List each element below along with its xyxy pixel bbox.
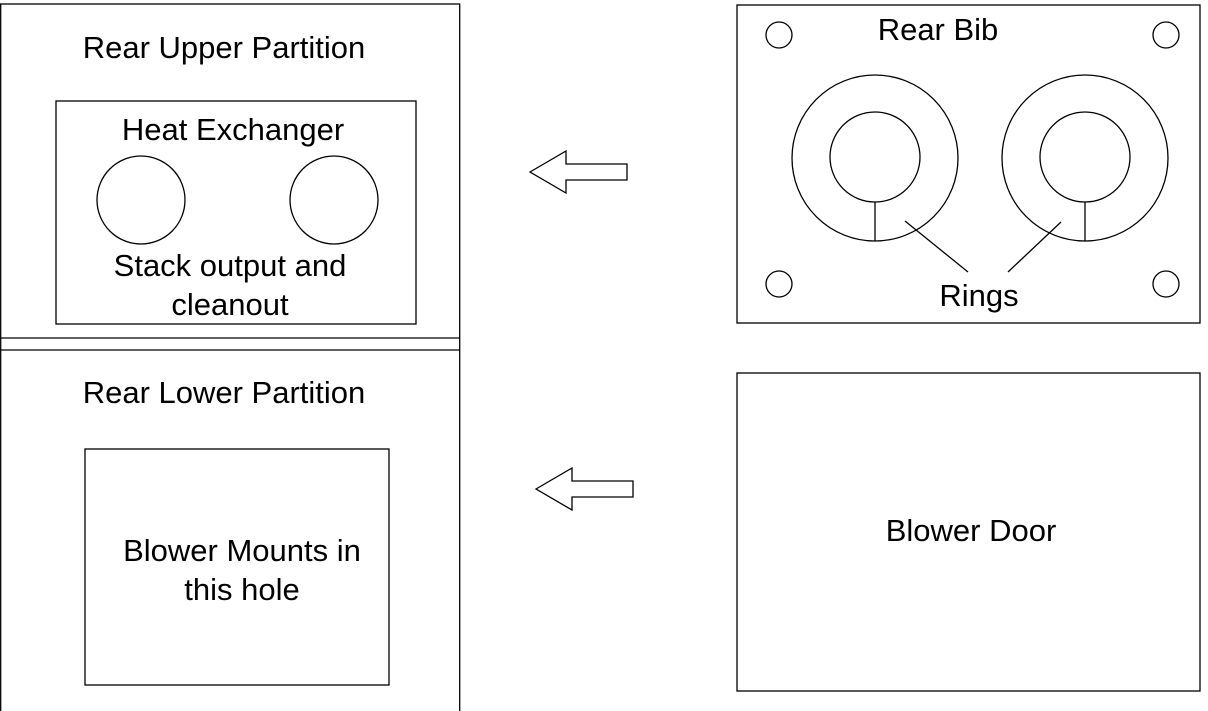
blower-hole-outline (84, 448, 390, 686)
arrow-upper-icon (528, 149, 628, 195)
arrow-lower-icon (534, 466, 634, 512)
rear-partition-panel: Rear Upper Partition Heat Exchanger Stac… (0, 3, 461, 711)
heat-exchanger-title: Heat Exchanger (122, 112, 344, 147)
rear-bib-title: Rear Bib (878, 12, 999, 47)
rings-leader-right (1007, 221, 1062, 273)
blower-hole-line1: Blower Mounts in (123, 533, 361, 568)
bolt-hole-top-left-icon (765, 21, 793, 49)
rear-upper-partition-title: Rear Upper Partition (83, 30, 366, 65)
bolt-hole-bottom-left-icon (765, 270, 793, 298)
heat-exchanger-caption-line2: cleanout (171, 287, 289, 322)
rings-leader-left (904, 220, 969, 273)
rear-lower-partition-title: Rear Lower Partition (83, 375, 366, 410)
rear-bib: Rear Bib Rings (736, 4, 1201, 324)
bolt-hole-top-right-icon (1152, 21, 1180, 49)
heat-exchanger-outline (55, 100, 417, 325)
blower-door-outline (736, 372, 1201, 692)
ring-left-inner (829, 111, 921, 203)
heat-exchanger: Heat Exchanger Stack output and cleanout (55, 100, 417, 325)
ring-right-inner (1039, 111, 1131, 203)
rings-label: Rings (939, 278, 1018, 313)
blower-door-title: Blower Door (886, 513, 1057, 548)
rear-partition-outline (0, 3, 461, 711)
rear-bib-outline (736, 4, 1201, 324)
blower-door: Blower Door (736, 372, 1201, 692)
stack-hole-right (289, 155, 379, 245)
heat-exchanger-caption-line1: Stack output and (114, 248, 347, 283)
blower-hole: Blower Mounts in this hole (84, 448, 390, 686)
ring-right (1001, 74, 1169, 242)
blower-hole-line2: this hole (184, 572, 299, 607)
ring-left (791, 74, 959, 242)
stack-hole-left (96, 155, 186, 245)
bolt-hole-bottom-right-icon (1152, 270, 1180, 298)
